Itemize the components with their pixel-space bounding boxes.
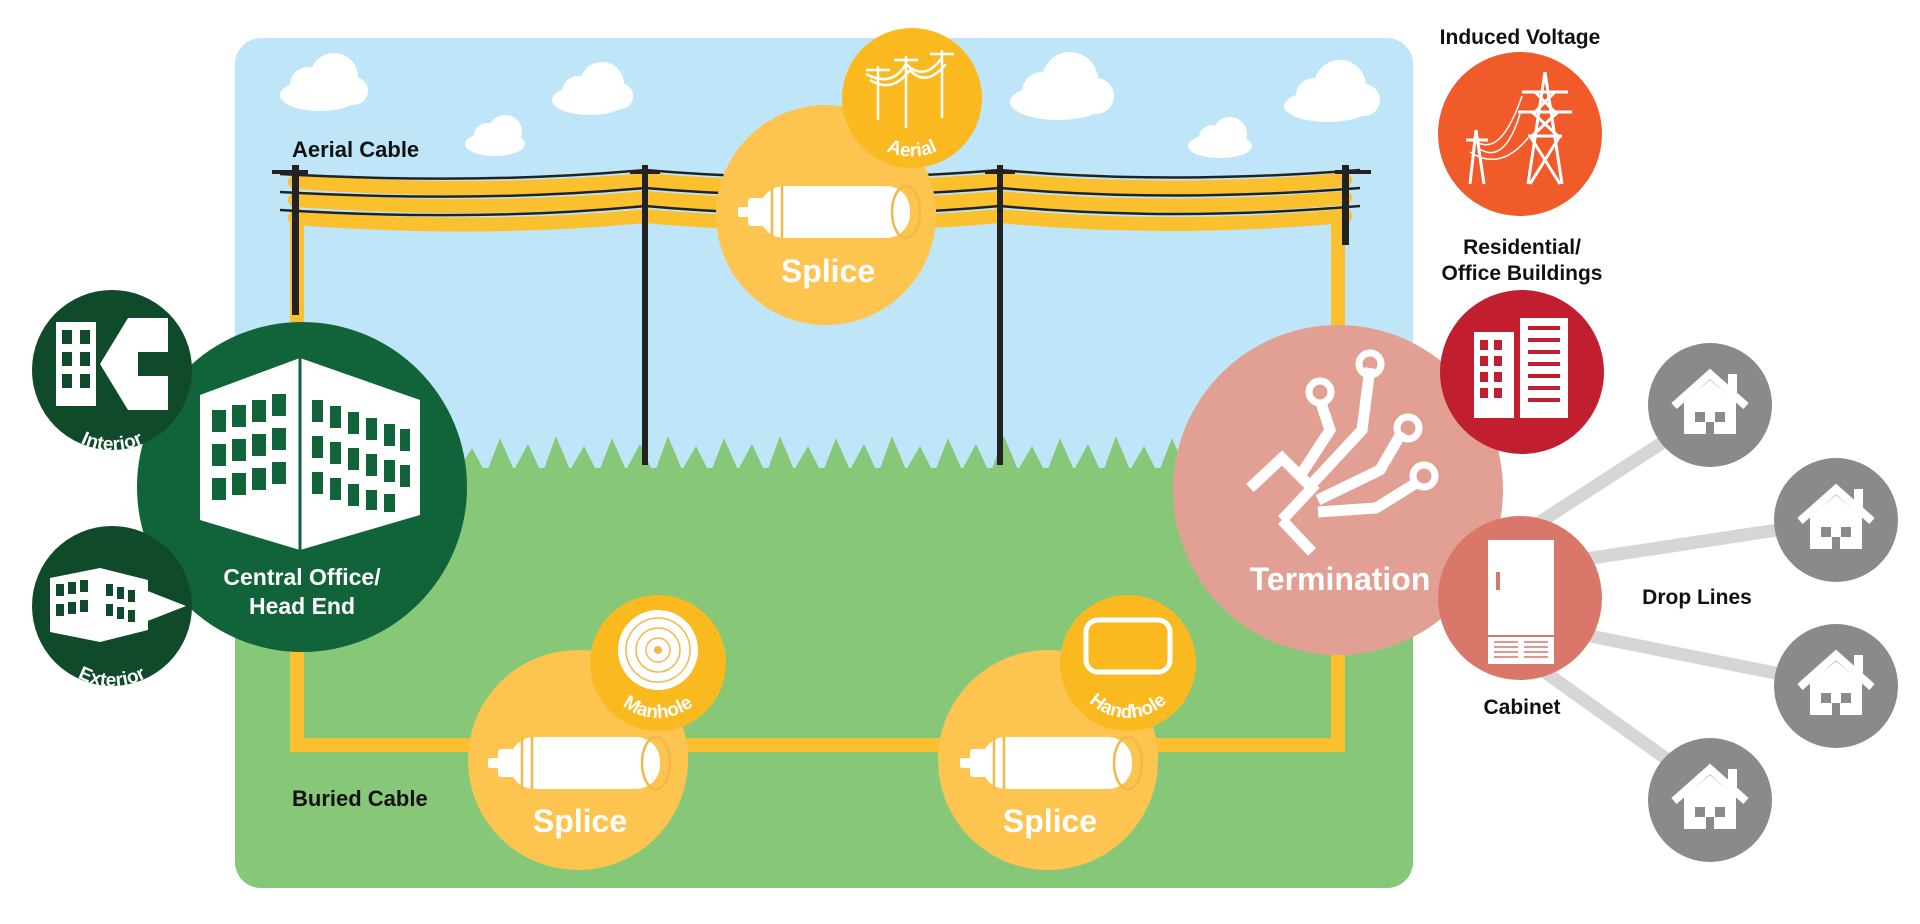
utility-poles [272, 165, 1371, 465]
handhole-badge: Handhole [1060, 595, 1196, 731]
fiber-termination-icon [1246, 349, 1439, 556]
building-arrow-out-icon [50, 568, 186, 642]
utility-poles-icon [865, 50, 954, 128]
handhole-box-icon [1083, 617, 1173, 675]
cabinet-icon [1488, 540, 1554, 664]
interior-badge: Interior [32, 290, 192, 455]
office-building-icon [200, 358, 420, 550]
induced-voltage-label: Induced Voltage [1440, 26, 1601, 49]
central-office: Central Office/ Head End [137, 322, 467, 652]
aerial-badge: Aerial [842, 28, 982, 168]
drop-lines-label: Drop Lines [1642, 586, 1752, 609]
residential-label-line1: Residential/ [1463, 236, 1581, 259]
termination: Termination [1173, 325, 1503, 655]
cabinet-label: Cabinet [1483, 696, 1560, 719]
manhole-badge: Manhole [590, 595, 726, 731]
building-arrow-in-icon [56, 318, 168, 410]
splice-top-label: Splice [781, 253, 875, 289]
residential-label-line2: Office Buildings [1441, 262, 1602, 285]
office-buildings-icon [1474, 318, 1568, 418]
transmission-tower-icon [1466, 71, 1572, 185]
cabinet [1438, 516, 1602, 680]
central-office-label-line2: Head End [249, 593, 355, 619]
house-1 [1648, 343, 1772, 467]
termination-label: Termination [1250, 561, 1431, 597]
residential-buildings [1440, 290, 1604, 454]
house-3 [1774, 624, 1898, 748]
clouds [280, 52, 1380, 158]
splice-bottom-left-label: Splice [533, 803, 627, 839]
buried-cable-label: Buried Cable [292, 786, 428, 811]
aerial-cable-label: Aerial Cable [292, 137, 419, 162]
grass-edge [235, 430, 1413, 490]
exterior-badge: Exterior [32, 526, 192, 691]
house-4 [1648, 738, 1772, 862]
induced-voltage [1438, 52, 1602, 216]
splice-bottom-right-label: Splice [1003, 803, 1097, 839]
central-office-label-line1: Central Office/ [223, 564, 381, 590]
manhole-cover-icon [618, 610, 698, 690]
house-2 [1774, 458, 1898, 582]
